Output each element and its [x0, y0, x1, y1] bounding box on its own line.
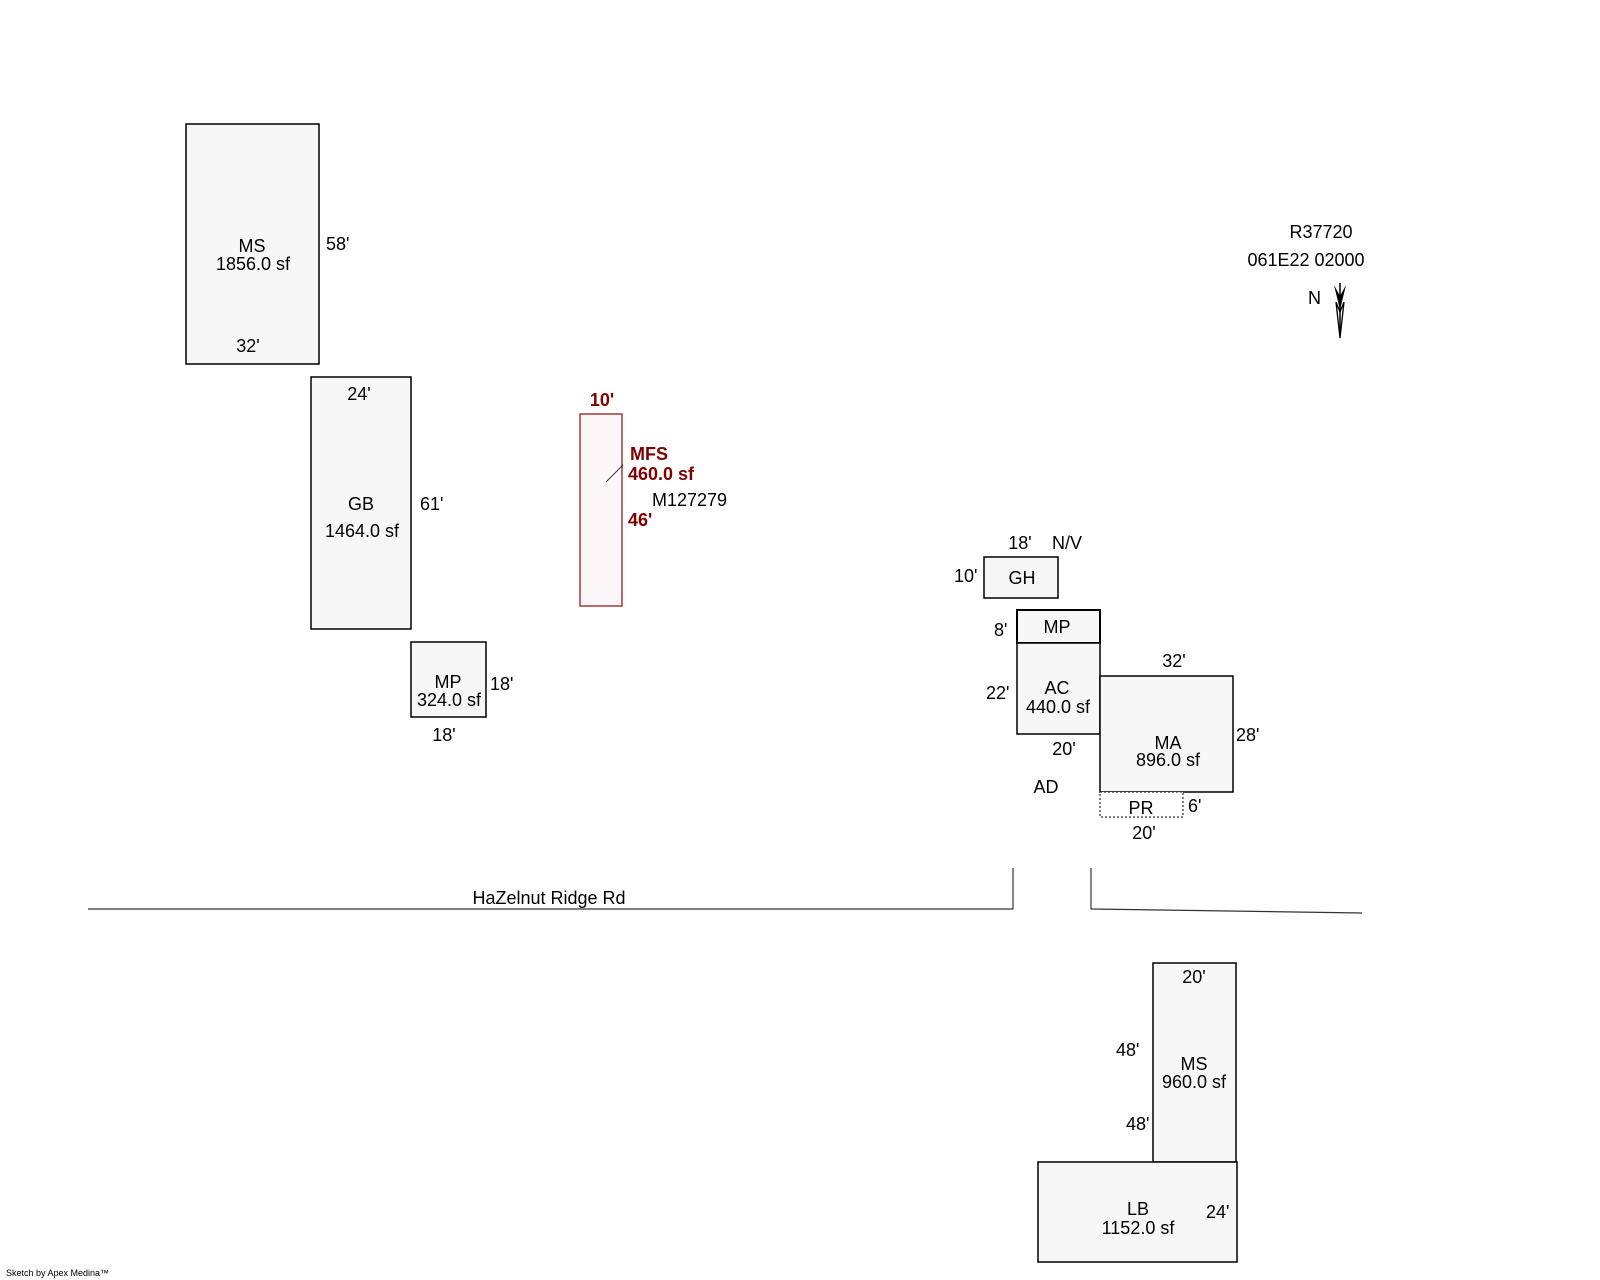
north-label: N — [1308, 288, 1321, 308]
building-code: MFS — [630, 444, 668, 464]
building-area: 1856.0 sf — [216, 254, 291, 274]
building-ac: AC 440.0 sf 22' 20' — [986, 642, 1101, 759]
dimension-label: 18' — [1008, 533, 1031, 553]
dimension-label: 28' — [1236, 725, 1259, 745]
sketch-credit: Sketch by Apex Medina™ — [6, 1268, 109, 1278]
building-area: 324.0 sf — [417, 690, 482, 710]
building-area: 460.0 sf — [628, 464, 695, 484]
dimension-label: 6' — [1188, 796, 1201, 816]
building-ms-bottom: 20' 48' MS 960.0 sf 48' — [1116, 962, 1237, 1163]
dimension-label: 48' — [1126, 1114, 1149, 1134]
dimension-label: 58' — [326, 234, 349, 254]
ad-label: AD — [1033, 777, 1058, 797]
building-gb: 24' GB 1464.0 sf 61' — [310, 376, 443, 630]
nv-label: N/V — [1052, 533, 1082, 553]
parcel-id: R37720 — [1289, 222, 1352, 242]
dimension-label: 20' — [1132, 823, 1155, 843]
building-mp-left: MP 324.0 sf 18' 18' — [410, 641, 513, 745]
dimension-label: 22' — [986, 683, 1009, 703]
dimension-label: 24' — [1206, 1202, 1229, 1222]
dimension-label: 32' — [1162, 651, 1185, 671]
dimension-label: 61' — [420, 494, 443, 514]
dimension-label: 24' — [347, 384, 370, 404]
building-ms-top: MS 1856.0 sf 58' 32' — [185, 123, 349, 365]
dimension-label: 48' — [1116, 1040, 1139, 1060]
building-mp-right: MP 8' — [994, 609, 1101, 644]
dimension-label: 10' — [954, 566, 977, 586]
building-code: GB — [348, 494, 374, 514]
building-code: AC — [1044, 678, 1069, 698]
building-lb: LB 1152.0 sf 24' — [1037, 1161, 1238, 1263]
dimension-label: 18' — [432, 725, 455, 745]
dimension-label: 20' — [1052, 739, 1075, 759]
building-ma: 32' MA 896.0 sf 28' — [1099, 651, 1259, 793]
dimension-label: 10' — [590, 390, 614, 410]
building-code: LB — [1127, 1199, 1149, 1219]
building-pr: PR 6' 20' — [1099, 791, 1201, 843]
dimension-label: 46' — [628, 510, 652, 530]
dimension-label: 18' — [490, 674, 513, 694]
dimension-label: 20' — [1182, 967, 1205, 987]
building-code: MS — [239, 236, 266, 256]
building-area: 1464.0 sf — [325, 521, 400, 541]
dimension-label: 8' — [994, 620, 1007, 640]
building-code: MS — [1181, 1054, 1208, 1074]
building-code: PR — [1128, 798, 1153, 818]
road: HaZelnut Ridge Rd — [88, 868, 1363, 914]
building-code: MP — [435, 672, 462, 692]
north-arrow-icon — [1334, 283, 1346, 339]
building-gh: 18' N/V GH 10' — [954, 533, 1082, 599]
building-area: 896.0 sf — [1136, 750, 1201, 770]
building-area: 440.0 sf — [1026, 697, 1091, 717]
mfs-id: M127279 — [652, 490, 727, 510]
dimension-label: 32' — [236, 336, 259, 356]
building-area: 1152.0 sf — [1102, 1218, 1176, 1238]
building-code: MA — [1155, 733, 1182, 753]
road-name: HaZelnut Ridge Rd — [472, 888, 625, 908]
building-area: 960.0 sf — [1162, 1072, 1227, 1092]
building-mfs: 10' MFS 460.0 sf M127279 46' — [579, 390, 727, 607]
building-code: GH — [1009, 568, 1036, 588]
building-code: MP — [1044, 617, 1071, 637]
map-number: 061E22 02000 — [1247, 250, 1364, 270]
